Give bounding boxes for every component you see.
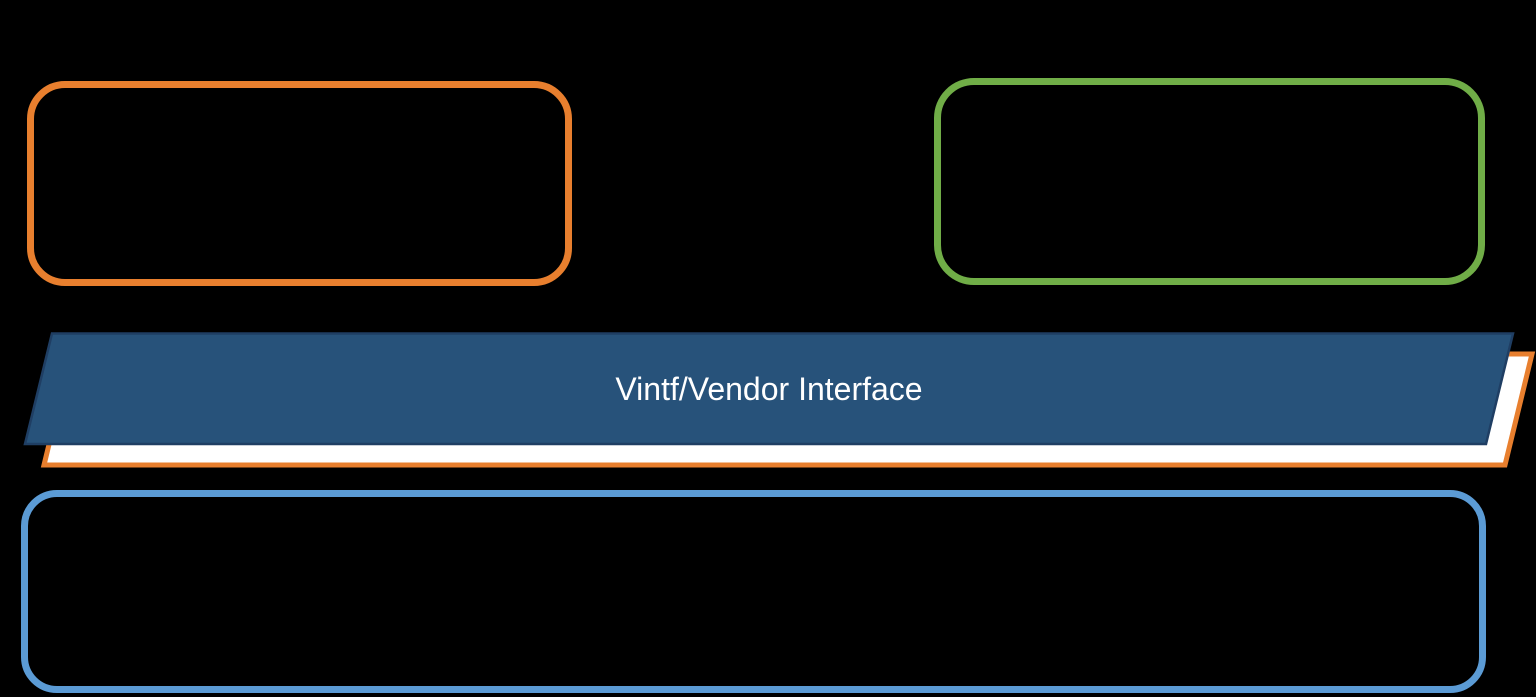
top-right-outline-box xyxy=(934,78,1485,285)
banner-label: Vintf/Vendor Interface xyxy=(615,370,923,407)
top-left-outline-box xyxy=(27,81,572,286)
bottom-outline-box xyxy=(21,490,1486,693)
